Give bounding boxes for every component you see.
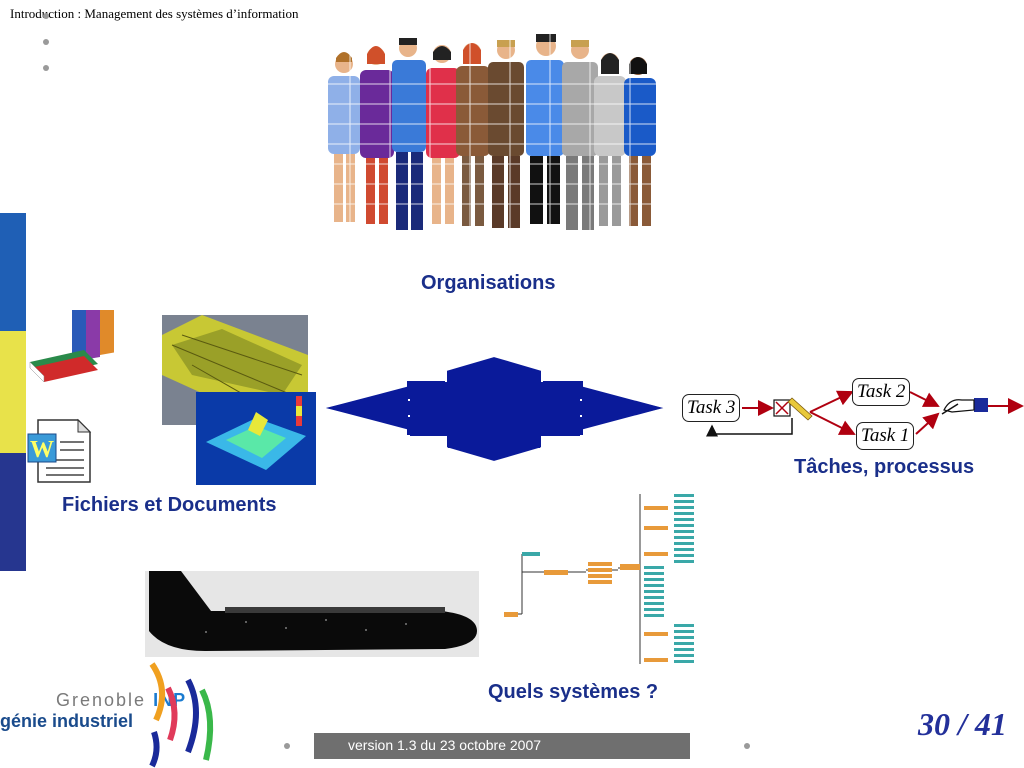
- side-band-navy: [0, 453, 26, 571]
- side-band-blue: [0, 213, 26, 331]
- fichiers-documents-label: Fichiers et Documents: [62, 494, 277, 516]
- slide-header-title: Introduction : Management des systèmes d…: [10, 6, 299, 21]
- side-band-yellow: [0, 331, 26, 453]
- airplane-pointcloud-image: [145, 571, 479, 657]
- bullet-icon: [43, 65, 49, 71]
- systems-tree-diagram: [504, 494, 694, 664]
- checkbox-pencil-icon: [773, 397, 813, 421]
- word-document-icon: W: [27, 418, 92, 483]
- footer-bullet-right-icon: [744, 743, 750, 749]
- organisations-label: Organisations: [421, 272, 556, 294]
- quels-systemes-label: Quels systèmes ?: [488, 681, 659, 703]
- svg-text:W: W: [30, 437, 54, 463]
- footer-version-bar: version 1.3 du 23 octobre 2007: [314, 733, 690, 759]
- footer-bullet-left-icon: [284, 743, 290, 749]
- page-indicator: 30 / 41: [918, 706, 1007, 743]
- page-current: 30: [918, 706, 950, 742]
- task-3-box: Task 3: [682, 394, 741, 422]
- logo-arcs-icon: [149, 662, 214, 768]
- logo-genie-industriel-text: génie industriel: [0, 711, 134, 731]
- logo-grenoble-word: Grenoble: [56, 690, 147, 710]
- hand-signing-icon: [941, 398, 988, 415]
- page-total: 41: [974, 706, 1007, 742]
- footer-version-text: version 1.3 du 23 octobre 2007: [348, 737, 542, 753]
- books-icon: [29, 310, 114, 383]
- task-2-box: Task 2: [852, 378, 911, 406]
- page-separator: /: [950, 706, 975, 742]
- bullet-icon: [43, 13, 49, 19]
- people-group-illustration: [322, 34, 662, 240]
- taches-processus-label: Tâches, processus: [794, 456, 975, 478]
- bullet-icon: [43, 39, 49, 45]
- central-cross-arrow: [322, 356, 667, 462]
- task-1-box: Task 1: [856, 422, 915, 450]
- cad-simulation-image: [196, 392, 316, 485]
- task-flow-diagram: [706, 390, 1024, 437]
